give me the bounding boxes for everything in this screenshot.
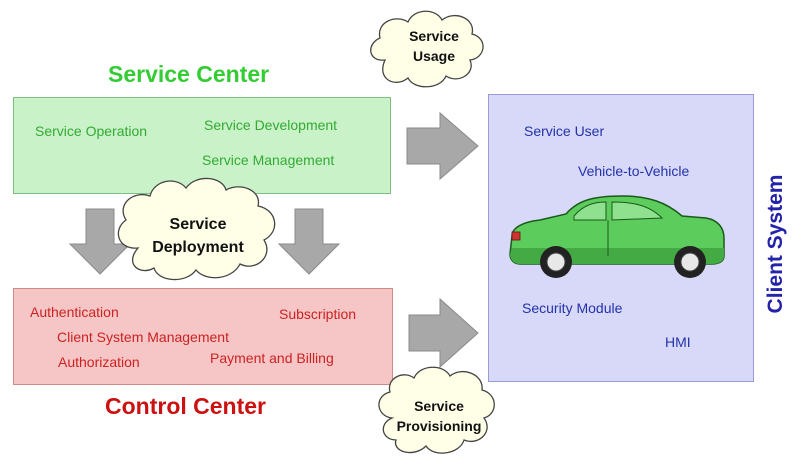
cloud-deployment-line1: Service (169, 216, 227, 233)
arrow-down-left (68, 208, 132, 275)
car-illustration (509, 195, 725, 278)
cloud-provisioning-text: Service Provisioning (394, 396, 484, 436)
vehicle-to-vehicle-label: Vehicle-to-Vehicle (578, 163, 690, 179)
authorization-label: Authorization (58, 354, 140, 370)
payment-billing-label: Payment and Billing (210, 350, 334, 366)
cloud-usage-line2: Usage (412, 48, 456, 64)
service-center-title: Service Center (108, 61, 270, 87)
service-operation-label: Service Operation (35, 123, 148, 139)
subscription-label: Subscription (279, 306, 357, 322)
cloud-service-usage (370, 10, 484, 88)
control-center-box (13, 288, 393, 385)
cloud-service-deployment (117, 177, 276, 281)
client-system-title: Client System (764, 174, 787, 314)
cloud-service-provisioning (378, 366, 495, 454)
cloud-provisioning-line1: Service (414, 398, 464, 414)
cloud-usage-text: Service Usage (398, 26, 470, 66)
service-center-box (13, 97, 391, 194)
cloud-deployment-text: Service Deployment (138, 213, 258, 259)
service-management-label: Service Management (202, 152, 335, 168)
cloud-usage-line1: Service (409, 28, 459, 44)
arrow-control-to-client (408, 297, 479, 369)
arrow-service-to-client (406, 111, 479, 181)
service-development-label: Service Development (204, 117, 338, 133)
cloud-deployment-line2: Deployment (152, 239, 244, 256)
service-user-label: Service User (524, 123, 605, 139)
control-center-title: Control Center (105, 393, 266, 419)
authentication-label: Authentication (30, 304, 119, 320)
security-module-label: Security Module (522, 300, 623, 316)
client-system-management-label: Client System Management (57, 329, 229, 345)
cloud-provisioning-line2: Provisioning (396, 418, 482, 434)
hmi-label: HMI (665, 334, 691, 350)
arrow-down-right (277, 208, 341, 275)
